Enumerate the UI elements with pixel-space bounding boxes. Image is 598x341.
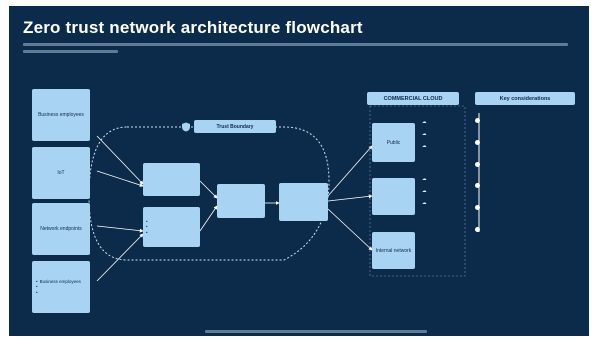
key-considerations-header: Key considerations bbox=[475, 92, 575, 105]
shield-icon bbox=[182, 122, 190, 132]
shield-icon bbox=[268, 122, 276, 132]
bullet-dot bbox=[475, 227, 480, 232]
consideration-item bbox=[475, 205, 486, 210]
connector-arrow bbox=[96, 233, 144, 282]
cloud-list-item: ☁ bbox=[422, 143, 430, 148]
connector-arrow bbox=[327, 194, 373, 202]
cloud-icon: ☁ bbox=[422, 131, 427, 136]
process-box-top bbox=[143, 163, 200, 196]
cloud-list-item: ☁ bbox=[422, 176, 430, 181]
left-bullet-list: •Business employees • • bbox=[36, 279, 81, 296]
footer-line bbox=[205, 330, 427, 333]
cloud-group-outline bbox=[369, 105, 466, 277]
connector-arrow bbox=[96, 135, 144, 185]
bullet-dot bbox=[475, 183, 480, 188]
bullet-dot bbox=[475, 140, 480, 145]
trust-boundary-label: Trust Boundary bbox=[194, 120, 276, 133]
list-item: • bbox=[146, 224, 148, 230]
list-item: • bbox=[146, 218, 148, 224]
bullet-dot bbox=[475, 205, 480, 210]
cloud-box-internal-network: Internal network bbox=[372, 232, 415, 269]
cloud-list-item: ☁ bbox=[422, 131, 430, 136]
consideration-item bbox=[475, 183, 486, 188]
cloud-icon: ☁ bbox=[422, 176, 427, 181]
list-item: • bbox=[36, 284, 38, 290]
bullet-dot bbox=[475, 162, 480, 167]
left-box-bulleted: •Business employees • • bbox=[32, 261, 90, 313]
connector-layer bbox=[88, 105, 480, 282]
connector-arrow bbox=[199, 180, 218, 199]
description-line bbox=[23, 50, 118, 53]
cloud-list-item: ☁ bbox=[422, 200, 430, 205]
consideration-item bbox=[475, 140, 486, 145]
consideration-item bbox=[475, 162, 486, 167]
consideration-item bbox=[475, 227, 486, 232]
process-box-bottom: • • • bbox=[143, 207, 200, 247]
bullet-dot bbox=[475, 118, 480, 123]
process-bullet-list: • • • bbox=[146, 219, 150, 236]
description-line bbox=[23, 43, 568, 46]
left-box-iot: IoT bbox=[32, 147, 90, 199]
connector-arrow bbox=[96, 170, 144, 187]
connector-arrow bbox=[96, 225, 144, 233]
connector-arrow bbox=[327, 145, 373, 197]
page-title: Zero trust network architecture flowchar… bbox=[23, 18, 363, 37]
cloud-list-item: ☁ bbox=[422, 188, 430, 193]
process-box-right bbox=[279, 183, 328, 221]
cloud-box-public: Public bbox=[372, 123, 415, 162]
slide: Zero trust network architecture flowchar… bbox=[9, 6, 589, 336]
left-box-business-employees: Business employees bbox=[32, 89, 90, 141]
trust-boundary-outline bbox=[88, 126, 330, 261]
connector-arrow bbox=[199, 205, 218, 232]
connector-arrow bbox=[327, 208, 373, 251]
process-box-middle bbox=[217, 184, 265, 218]
cloud-icon: ☁ bbox=[422, 200, 427, 205]
list-item: •Business employees bbox=[36, 278, 81, 284]
consideration-item bbox=[475, 118, 486, 123]
cloud-list-item: ☁ bbox=[422, 119, 430, 124]
cloud-icon: ☁ bbox=[422, 143, 427, 148]
cloud-box-middle bbox=[372, 178, 415, 215]
list-item: • bbox=[146, 229, 148, 235]
list-item: • bbox=[36, 289, 38, 295]
cloud-icon: ☁ bbox=[422, 119, 427, 124]
cloud-icon: ☁ bbox=[422, 188, 427, 193]
commercial-cloud-header: COMMERCIAL CLOUD bbox=[367, 92, 459, 105]
left-box-network-endpoints: Network endpoints bbox=[32, 203, 90, 255]
